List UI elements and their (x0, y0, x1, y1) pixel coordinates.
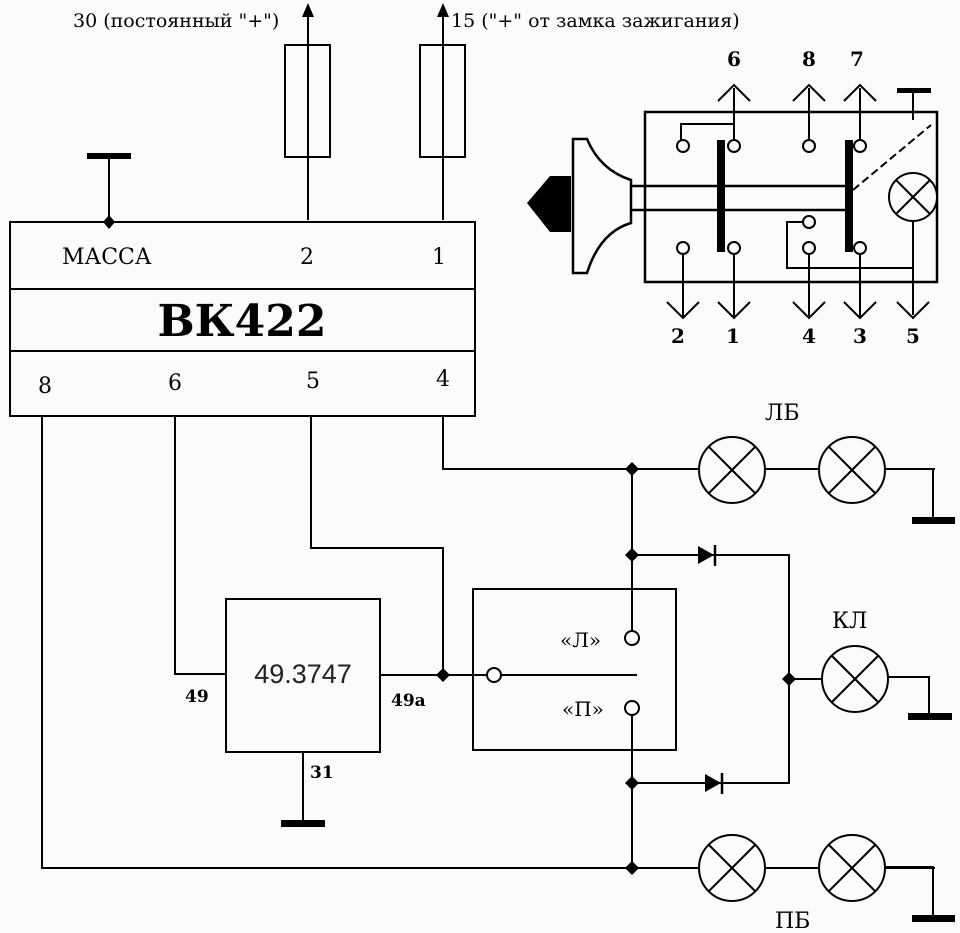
turn-switch: «Л» «П» (472, 588, 677, 751)
label-right: «П» (562, 697, 604, 721)
ground-symbol-relay (281, 820, 325, 827)
junction-dot (436, 668, 450, 682)
relay-49-3747: 49.3747 49 49a 31 (185, 598, 426, 827)
relay-pin-49a: 49a (391, 691, 426, 711)
block-title: ВК422 (157, 296, 326, 347)
wire-pin4 (442, 416, 935, 470)
pin-4: 4 (436, 367, 450, 392)
pin-2: 2 (300, 245, 314, 270)
relay-pin-49: 49 (185, 687, 209, 707)
fuse-30 (284, 3, 331, 220)
arrow-up-icon (302, 3, 314, 17)
detail-pin-3: 3 (853, 324, 867, 348)
contact-left (624, 630, 640, 646)
diode-left (632, 545, 790, 679)
switch-detail-view: 6 8 7 2 1 4 3 5 (527, 47, 939, 348)
wire-pin5 (310, 416, 444, 675)
fuse-15 (419, 3, 466, 220)
relay-name: 49.3747 (254, 659, 352, 689)
diode-right (632, 679, 790, 794)
pin-6: 6 (168, 371, 182, 396)
lamp-lb-1 (698, 436, 766, 504)
lamp-pb-2 (818, 834, 886, 902)
switch-block-vk422: МАССА 2 1 ВК422 8 6 5 4 (9, 221, 476, 417)
lamp-lb-2 (818, 436, 886, 504)
ground-symbol-massa (87, 153, 131, 229)
detail-pin-4: 4 (802, 324, 816, 348)
detail-pin-7: 7 (850, 47, 864, 71)
detail-pin-2: 2 (671, 324, 685, 348)
ground-symbol-lb (912, 517, 955, 524)
contact-right (624, 700, 640, 716)
arrow-up-icon (437, 3, 449, 17)
pin-massa: МАССА (62, 245, 152, 270)
label-pb: ПБ (775, 909, 810, 933)
ground-symbol-pb (912, 915, 955, 922)
label-left: «Л» (560, 628, 601, 652)
detail-pin-1: 1 (726, 324, 740, 348)
push-arrow-icon (527, 176, 571, 232)
detail-pin-5: 5 (906, 324, 920, 348)
pin-8: 8 (38, 374, 52, 399)
pin-1: 1 (432, 245, 446, 270)
label-lb: ЛБ (765, 401, 800, 426)
ground-symbol-kl (908, 713, 952, 720)
detail-pin-6: 6 (727, 47, 741, 71)
label-terminal-15: 15 ("+" от замка зажигания) (451, 10, 740, 32)
wire-pin6 (174, 416, 226, 675)
relay-pin-31: 31 (310, 763, 334, 783)
pin-5: 5 (306, 369, 320, 394)
label-kl: КЛ (832, 609, 867, 634)
lamp-kl (821, 645, 889, 713)
detail-pin-8: 8 (802, 47, 816, 71)
lamp-pb-1 (698, 834, 766, 902)
label-terminal-30: 30 (постоянный "+") (73, 10, 279, 32)
